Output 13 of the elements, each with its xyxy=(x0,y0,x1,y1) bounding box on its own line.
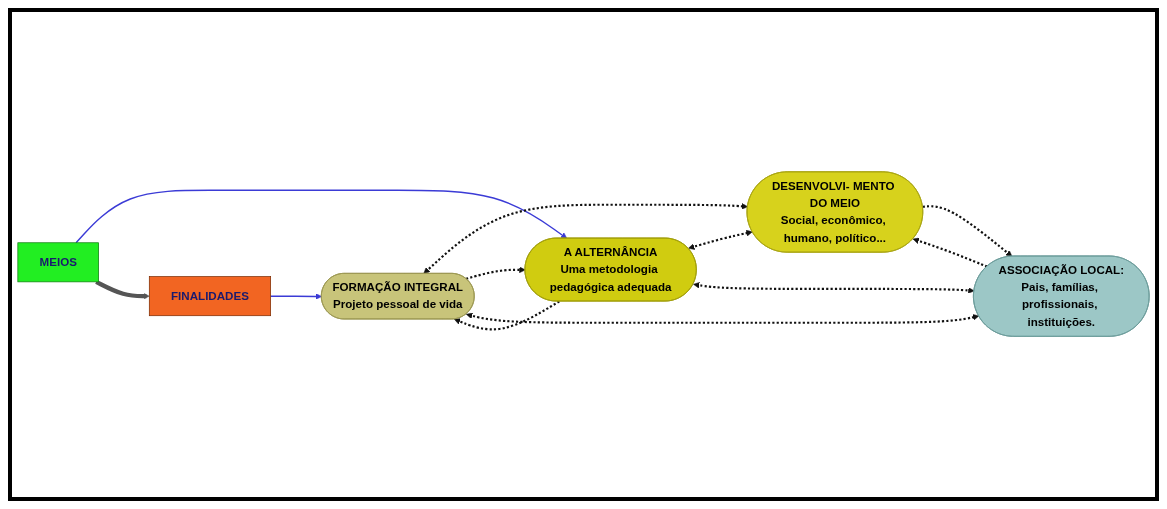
arrow xyxy=(423,203,749,275)
node-box: FINALIDADES xyxy=(148,276,271,317)
arrow xyxy=(688,230,753,251)
arrow xyxy=(269,293,322,301)
arrow xyxy=(922,205,1013,258)
arrow xyxy=(75,189,568,244)
arrow xyxy=(693,282,975,295)
arrow xyxy=(466,313,980,325)
arrow xyxy=(912,238,988,269)
node-box: MEIOS xyxy=(17,242,99,283)
arrow xyxy=(465,267,526,281)
arrow xyxy=(454,300,560,331)
arrow xyxy=(95,280,150,300)
